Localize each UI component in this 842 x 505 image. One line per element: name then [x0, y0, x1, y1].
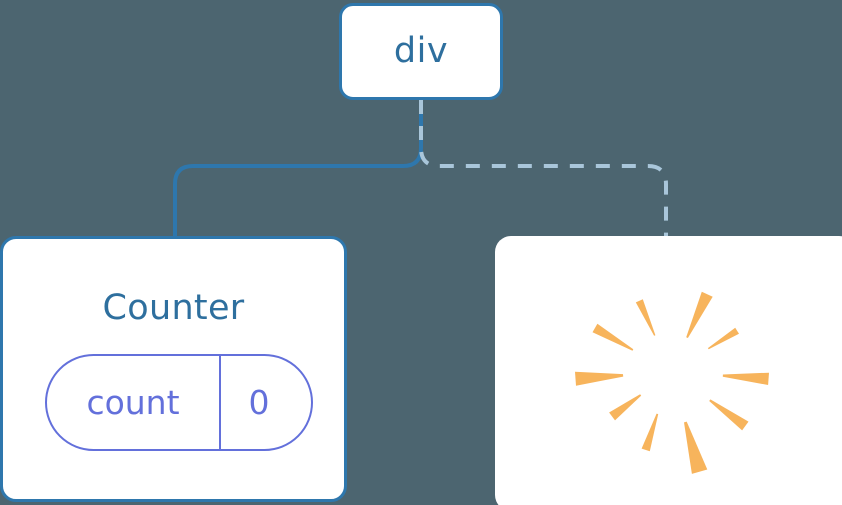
- sparkle-ray-3: [709, 399, 749, 431]
- sparkle-ray-8: [592, 323, 634, 351]
- node-counter-label: Counter: [102, 288, 245, 328]
- edge-div-to-sparkle: [419, 100, 668, 240]
- node-div-label: div: [393, 31, 449, 71]
- sparkle-ray-9: [635, 299, 656, 336]
- sparkle-ray-4: [684, 421, 708, 474]
- sparkle-ray-2: [722, 372, 769, 385]
- node-counter[interactable]: Counter count 0: [0, 236, 347, 502]
- edge-div-to-counter: [173, 100, 423, 240]
- sparkle-ray-5: [641, 413, 659, 452]
- state-pill-value: 0: [248, 383, 270, 422]
- node-sparkle[interactable]: [495, 236, 842, 505]
- node-div[interactable]: div: [339, 3, 503, 100]
- sparkle-ray-1: [707, 327, 739, 350]
- state-pill[interactable]: count 0: [45, 354, 313, 451]
- sparkle-ray-6: [609, 394, 642, 421]
- sparkle-burst-icon: [575, 291, 769, 474]
- sparkle-ray-7: [575, 371, 624, 386]
- sparkle-ray-0: [686, 291, 713, 338]
- state-pill-key: count: [47, 356, 221, 449]
